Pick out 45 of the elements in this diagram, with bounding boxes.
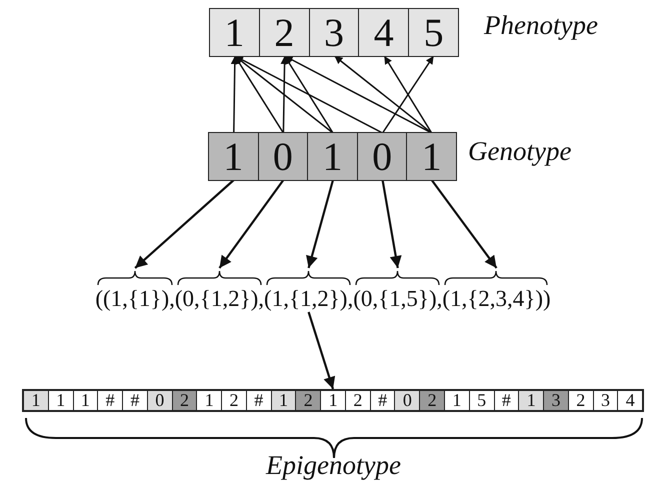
genotype-strip (208, 132, 457, 181)
arrow (218, 179, 284, 269)
phenotype-cell: 3 (310, 9, 360, 56)
arrow (306, 180, 334, 268)
epigenotype-cell: 1 (272, 391, 296, 410)
epigenotype-cell: # (494, 391, 520, 410)
tuple-text: (1,{2,3,4})) (442, 268, 551, 312)
arrow (134, 179, 235, 269)
epigenotype-strip (22, 389, 644, 412)
tuple-text: (0,{1,5}), (353, 268, 442, 312)
phenotype-strip (209, 8, 459, 57)
tuple-text: ((1,{1}), (95, 268, 175, 312)
phenotype-cell: 1 (210, 9, 260, 56)
tuple-text: (0,{1,2}), (174, 268, 264, 312)
arrow (230, 56, 239, 134)
epigenotype-cell: 0 (395, 391, 420, 410)
arrow (430, 179, 498, 269)
row-label: Epigenotype (266, 450, 401, 481)
epigenotype-cell: 1 (24, 391, 49, 410)
row-label: Genotype (468, 136, 572, 167)
epigenotype-cell: 1 (519, 391, 544, 410)
genotype-cell: 1 (407, 133, 456, 180)
arrow (280, 56, 289, 134)
epigenotype-cell: 2 (420, 391, 446, 410)
arrow (284, 56, 334, 134)
phenotype-cell: 2 (260, 9, 310, 56)
genotype-cell: 1 (308, 133, 358, 180)
epigenotype-cell: 3 (594, 391, 618, 410)
row-label: Phenotype (484, 10, 598, 41)
phenotype-cell: 5 (409, 9, 458, 56)
genotype-cell: 0 (358, 133, 408, 180)
arrow (308, 312, 336, 390)
epigenotype-cell: 3 (544, 391, 569, 410)
genotype-cell: 0 (258, 133, 308, 180)
tuple-text: (1,{1,2}), (264, 268, 354, 312)
epigenotype-cell: # (370, 391, 396, 410)
epigenotype-cell: 2 (296, 391, 322, 410)
arrow (334, 55, 432, 134)
epigenotype-cell: 2 (172, 391, 198, 410)
arrow (234, 56, 284, 134)
genotype-cell: 1 (209, 133, 259, 180)
arrow (382, 180, 402, 268)
epigenotype-cell: 1 (74, 391, 98, 410)
phenotype-cell: 4 (359, 9, 410, 56)
epigenotype-cell: 0 (148, 391, 173, 410)
